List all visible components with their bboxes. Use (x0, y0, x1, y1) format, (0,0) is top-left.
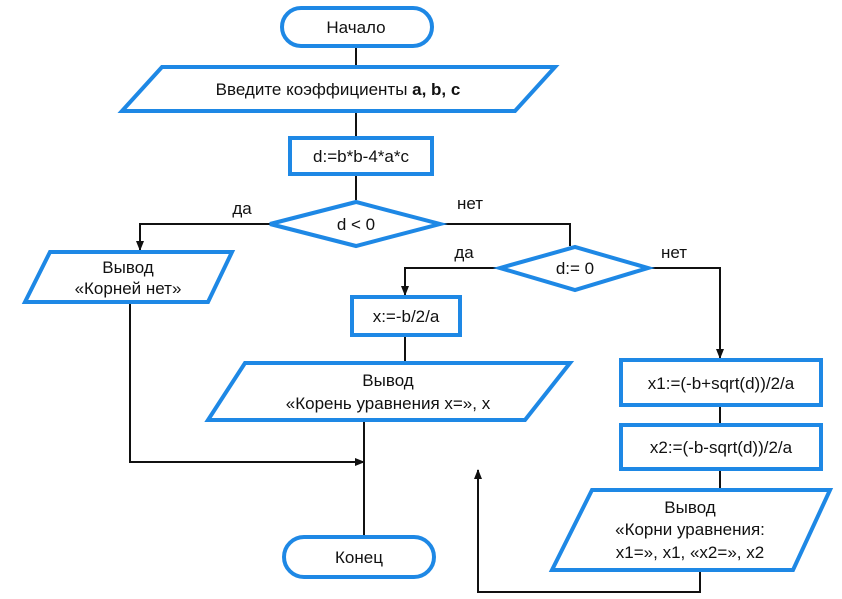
connectors (129, 46, 724, 593)
output-one-line2: «Корень уравнения x=», x (286, 394, 491, 413)
decision2-diamond (492, 244, 656, 293)
compute-x-label: x:=-b/2/a (373, 307, 440, 326)
connector-none-merge (129, 302, 365, 466)
output-none-line1: Вывод (102, 258, 153, 277)
decision2-label: d:= 0 (556, 259, 594, 278)
output-two-line1: Вывод (664, 498, 715, 517)
decision1-diamond (269, 199, 448, 249)
compute-x1-label: x1:=(-b+sqrt(d))/2/a (648, 374, 795, 393)
compute-d-box (288, 136, 434, 176)
compute-x-box (350, 295, 462, 337)
decision1-no-label: нет (457, 194, 483, 213)
input-label: Введите коэффициенты a, b, c (216, 80, 461, 99)
decision1-yes-label: да (232, 199, 252, 218)
decision1-label: d < 0 (337, 215, 375, 234)
connector-decision1-no (440, 223, 571, 246)
output-none-line2: «Корней нет» (75, 279, 182, 298)
output-none-parallelogram (21, 250, 236, 304)
output-two-line3: x1=», x1, «x2=», x2 (616, 543, 764, 562)
output-two-parallelogram (548, 488, 834, 572)
end-label: Конец (335, 548, 383, 567)
start-label: Начало (326, 18, 385, 37)
output-one-line1: Вывод (362, 371, 413, 390)
connector-decision2-no (648, 267, 724, 359)
compute-x2-box (619, 423, 823, 471)
compute-d-label: d:=b*b-4*a*c (313, 147, 409, 166)
output-two-line2: «Корни уравнения: (615, 520, 765, 539)
input-text: Введите коэффициенты (216, 80, 412, 99)
input-parallelogram (117, 65, 560, 113)
compute-x1-box (619, 358, 823, 407)
connector-two-merge (474, 469, 701, 593)
input-vars: a, b, c (412, 80, 460, 99)
start-terminator (280, 6, 434, 48)
connector-decision2-yes (401, 267, 500, 296)
decision2-yes-label: да (454, 243, 474, 262)
connector-decision1-yes (136, 223, 270, 251)
output-one-parallelogram (204, 361, 575, 422)
end-terminator (282, 535, 436, 579)
decision2-no-label: нет (661, 243, 687, 262)
compute-x2-label: x2:=(-b-sqrt(d))/2/a (650, 438, 793, 457)
